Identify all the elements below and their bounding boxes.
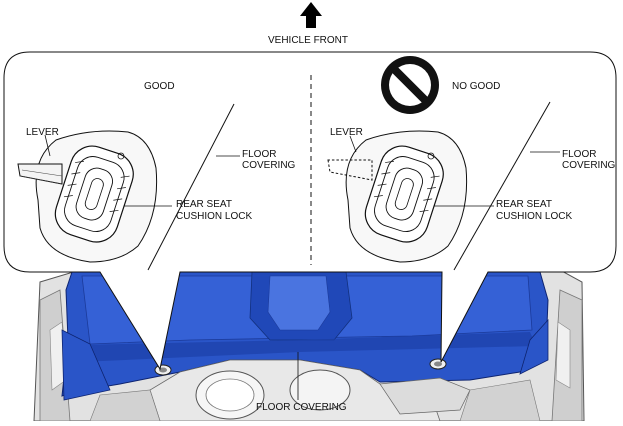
floor-covering-blue	[61, 271, 549, 401]
no-good-floor-covering-label-line1: FLOOR	[562, 149, 597, 160]
no-good-lever-label: LEVER	[330, 127, 363, 138]
no-good-panel-drawing	[327, 101, 560, 271]
good-floor-covering-label-line2: COVERING	[242, 160, 296, 171]
up-arrow-icon	[300, 2, 322, 28]
no-good-cushion-lock-label-line1: REAR SEAT	[496, 199, 552, 210]
no-good-floor-covering-label-line2: COVERING	[562, 160, 616, 171]
good-panel-drawing	[17, 103, 240, 271]
vehicle-front-label: VEHICLE FRONT	[268, 35, 349, 46]
good-cushion-lock-label-line2: CUSHION LOCK	[176, 211, 253, 222]
callout-bubble	[3, 51, 617, 371]
good-floor-covering-label-line1: FLOOR	[242, 149, 277, 160]
body-floor-covering-label: FLOOR COVERING	[256, 402, 347, 413]
no-good-cushion-lock-label-line2: CUSHION LOCK	[496, 211, 573, 222]
no-good-title: NO GOOD	[452, 81, 501, 92]
good-title: GOOD	[144, 81, 175, 92]
good-cushion-lock-label-line1: REAR SEAT	[176, 199, 232, 210]
prohibited-icon	[381, 56, 439, 114]
good-lever-label: LEVER	[26, 127, 59, 138]
